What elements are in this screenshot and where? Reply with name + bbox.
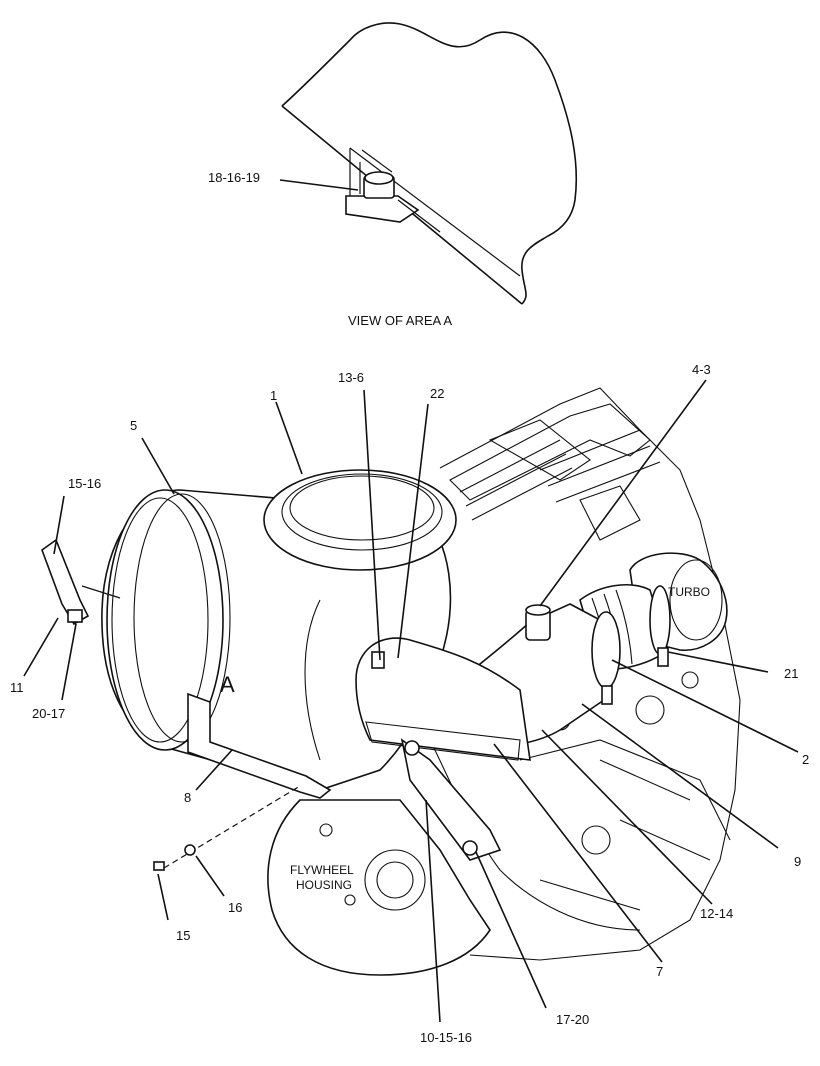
detail-plate-groove xyxy=(397,199,441,233)
leader-1 xyxy=(275,401,303,475)
turbo-outlet-ring xyxy=(669,559,723,641)
air-cleaner-cap-rim xyxy=(289,475,435,541)
flywheel-bolt-1 xyxy=(319,823,333,837)
detail-view-area-a: 18-16-19 VIEW OF AREA A xyxy=(208,22,578,328)
leader-16 xyxy=(195,855,225,897)
block-boss-4 xyxy=(681,671,699,689)
block-ribs xyxy=(539,759,711,911)
callout-15-16: 15-16 xyxy=(68,476,101,491)
flywheel-bolt-2 xyxy=(344,894,356,906)
turbo-label: TURBO xyxy=(668,585,710,599)
flywheel-housing-label-2: HOUSING xyxy=(296,878,352,892)
leader-20-17 xyxy=(61,623,77,701)
leader-21 xyxy=(667,651,769,673)
leader-13-6 xyxy=(363,389,381,661)
air-cleaner-cap-inner xyxy=(281,473,443,551)
callout-labels: 1 2 4-3 5 7 8 9 10-15-16 11 12-14 13-6 1… xyxy=(10,362,809,1045)
detail-bolt-top xyxy=(364,171,394,185)
bolt-15 xyxy=(153,861,165,871)
clamp-screw-2 xyxy=(601,685,613,705)
air-cleaner-band-2 xyxy=(133,493,231,743)
callout-22: 22 xyxy=(430,386,444,401)
engine-assembly: FLYWHEEL HOUSING TURBO A xyxy=(41,387,741,976)
strap-bolt-top xyxy=(404,740,420,756)
clamp-13-screw xyxy=(371,651,385,669)
leader-7 xyxy=(493,743,663,963)
leader-11 xyxy=(23,617,59,677)
leader-22 xyxy=(397,403,429,659)
washer-16 xyxy=(184,844,196,856)
callout-11: 11 xyxy=(10,680,24,695)
area-letter-a: A xyxy=(220,672,235,697)
leader-18-16-19 xyxy=(279,179,359,191)
callout-5: 5 xyxy=(130,418,137,433)
strap-bolt-bottom xyxy=(462,840,478,856)
detail-bracket-top xyxy=(361,149,393,173)
leader-15 xyxy=(157,873,169,921)
block-boss-2 xyxy=(581,825,611,855)
callout-1: 1 xyxy=(270,388,277,403)
clamp-screw-21 xyxy=(657,647,669,667)
flywheel-bore xyxy=(364,849,426,911)
callout-7: 7 xyxy=(656,964,663,979)
outlet-elbow xyxy=(355,637,531,761)
callout-9: 9 xyxy=(794,854,801,869)
leader-4-3 xyxy=(539,379,707,607)
exploded-axis-15 xyxy=(163,785,301,869)
detail-bracket-foot xyxy=(345,195,420,223)
leader-2 xyxy=(611,659,799,753)
callout-18-16-19: 18-16-19 xyxy=(208,170,260,185)
handle-axis-line xyxy=(81,585,121,599)
callout-15: 15 xyxy=(176,928,190,943)
valve-cover-top xyxy=(449,403,651,501)
detail-view-caption: VIEW OF AREA A xyxy=(348,313,452,328)
pin-20-17 xyxy=(67,609,83,623)
flywheel-housing-label-1: FLYWHEEL xyxy=(290,863,354,877)
callout-21: 21 xyxy=(784,666,798,681)
rocker-bracket xyxy=(488,419,641,541)
engine-block-lower xyxy=(429,739,731,931)
leader-10-15-16 xyxy=(425,799,441,1023)
leader-17-20 xyxy=(475,851,547,1009)
valve-cover-ribs xyxy=(459,429,661,521)
air-cleaner-end-cap xyxy=(106,489,224,751)
elbow-clamp-2 xyxy=(591,611,621,689)
air-cleaner-band-1 xyxy=(111,497,209,743)
flywheel-bore-inner xyxy=(376,861,414,899)
outlet-elbow-window xyxy=(365,721,521,761)
callout-2: 2 xyxy=(802,752,809,767)
detail-plate-inner-edge xyxy=(349,147,521,277)
callout-10-15-16: 10-15-16 xyxy=(420,1030,472,1045)
leader-15-16 xyxy=(53,495,65,555)
support-strap-10 xyxy=(400,738,502,861)
mounting-bracket-8 xyxy=(187,692,332,799)
block-boss-1 xyxy=(635,695,665,725)
leader-5 xyxy=(141,437,175,495)
callout-16: 16 xyxy=(228,900,242,915)
hose-clamp-21 xyxy=(649,585,671,655)
air-cleaner-cap xyxy=(263,469,457,571)
leader-12-14 xyxy=(541,729,713,905)
detail-break-outline xyxy=(281,22,578,305)
leader-9 xyxy=(581,703,779,849)
air-cleaner-rear xyxy=(304,599,321,761)
callout-4-3: 4-3 xyxy=(692,362,711,377)
leader-8 xyxy=(195,749,233,791)
callout-12-14: 12-14 xyxy=(700,906,733,921)
leader-lines xyxy=(23,379,799,1023)
callout-13-6: 13-6 xyxy=(338,370,364,385)
callout-8: 8 xyxy=(184,790,191,805)
callout-20-17: 20-17 xyxy=(32,706,65,721)
fitting-4-3-top xyxy=(525,604,551,616)
callout-17-20: 17-20 xyxy=(556,1012,589,1027)
